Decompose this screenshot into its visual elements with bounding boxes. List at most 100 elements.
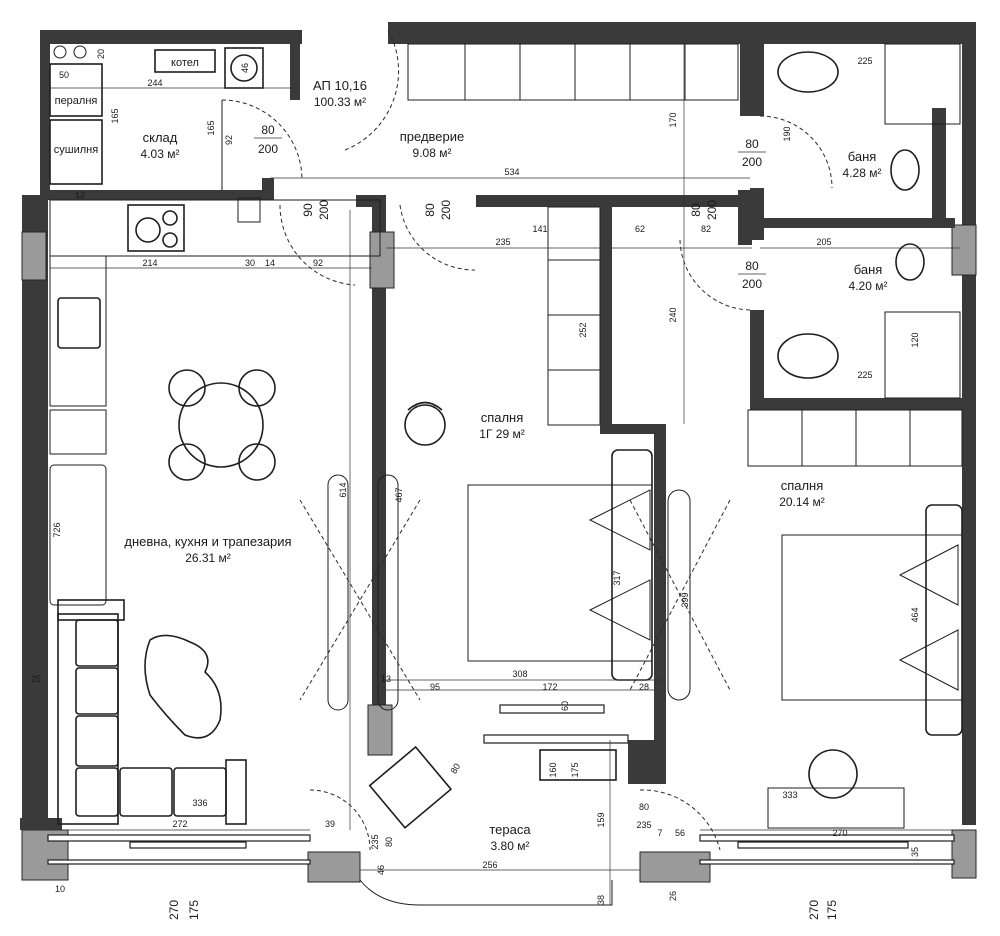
storage-fixtures bbox=[49, 45, 264, 185]
bedroom1-wardrobe bbox=[547, 206, 601, 426]
dim-label: 175 bbox=[825, 900, 839, 920]
dim-label: 244 bbox=[147, 78, 162, 88]
door-bath2-swing bbox=[679, 239, 753, 311]
dim-label: 308 bbox=[512, 669, 527, 679]
bathtub-toilet-1 bbox=[777, 51, 839, 93]
column-right-top bbox=[951, 224, 977, 276]
dim-label: 235 bbox=[370, 834, 380, 849]
dim-label: 256 bbox=[482, 860, 497, 870]
wall-storage-right bbox=[290, 30, 300, 100]
desk-chair-1 bbox=[404, 404, 446, 446]
kitchen-fixtures bbox=[49, 197, 381, 606]
door-labels: 80 200 80 200 80 200 90 200 80 200 80 20… bbox=[254, 123, 766, 291]
door-living-swing bbox=[279, 204, 356, 286]
dining-set bbox=[168, 369, 276, 481]
wall-bath1-shower bbox=[932, 108, 946, 218]
water-heater-circle bbox=[230, 54, 258, 82]
dim-label: 92 bbox=[313, 258, 323, 268]
dim-label: 464 bbox=[910, 607, 920, 622]
hall-area: 9.08 м² bbox=[413, 146, 452, 160]
dim-label: 170 bbox=[668, 112, 678, 127]
door-bath1-swing bbox=[759, 115, 833, 189]
dim-label: 46 bbox=[376, 865, 386, 875]
wall-bath2-left bbox=[750, 310, 764, 410]
chair-3 bbox=[168, 443, 206, 481]
window-bedroom2 bbox=[699, 834, 955, 842]
terrace-hvac bbox=[368, 745, 453, 829]
dishwasher bbox=[49, 409, 107, 455]
storage-name: склад bbox=[143, 130, 178, 145]
dim-label: 28 bbox=[639, 682, 649, 692]
wall-top-left bbox=[40, 30, 302, 44]
dryer-label: сушилня bbox=[54, 144, 98, 156]
sofa-cushion-6 bbox=[173, 767, 227, 817]
sofa-cushion-1 bbox=[75, 619, 119, 667]
bedroom2-name: спалня bbox=[781, 478, 824, 493]
desk-chair-2 bbox=[808, 749, 858, 799]
dim-label: 26 bbox=[668, 891, 678, 901]
door-label-h: 200 bbox=[742, 155, 762, 169]
dim-label: 13 bbox=[381, 674, 391, 684]
window-terrace bbox=[499, 704, 605, 714]
living-name: дневна, кухня и трапезария bbox=[124, 534, 291, 549]
wall-bath1-left-upper bbox=[740, 44, 752, 116]
dim-label: 60 bbox=[560, 701, 570, 711]
door-label-w: 80 bbox=[745, 137, 759, 151]
hall-wardrobe bbox=[407, 43, 739, 101]
pillow-2 bbox=[588, 579, 651, 641]
door-label-w: 80 bbox=[261, 123, 275, 137]
dim-label: 235 bbox=[495, 237, 510, 247]
burner-2 bbox=[162, 210, 178, 226]
toilet-1 bbox=[890, 149, 920, 191]
dim-label: 399 bbox=[680, 592, 690, 607]
wall-bedroom-divider bbox=[654, 424, 666, 784]
sliding-door-right bbox=[377, 474, 399, 711]
room-labels: АП 10,16 100.33 м² склад 4.03 м² предвер… bbox=[54, 57, 888, 853]
storage-area: 4.03 м² bbox=[141, 147, 180, 161]
outer-walls bbox=[21, 22, 977, 881]
bed-1 bbox=[467, 484, 653, 662]
dim-label: 270 bbox=[167, 900, 181, 920]
dim-label: 225 bbox=[857, 370, 872, 380]
bath2-name: баня bbox=[854, 262, 883, 277]
dim-label: 12 bbox=[75, 190, 85, 200]
coffee-table bbox=[144, 634, 222, 739]
dim-label: 160 bbox=[548, 762, 558, 777]
dim-label: 467 bbox=[394, 487, 404, 502]
dim-label: 614 bbox=[338, 482, 348, 497]
dining-table bbox=[178, 382, 264, 468]
door-label-w: 80 bbox=[689, 203, 703, 217]
dimension-labels: 534 244 214 30 14 92 235 141 62 82 205 2… bbox=[31, 49, 920, 920]
bedroom1-name: спалня bbox=[481, 410, 524, 425]
bathroom-fixtures bbox=[777, 43, 961, 399]
dim-label: 80 bbox=[639, 802, 649, 812]
dim-label: 159 bbox=[596, 812, 606, 827]
dim-label: 25 bbox=[31, 674, 41, 684]
door-label-h: 200 bbox=[742, 277, 762, 291]
door-bedroom1-swing bbox=[399, 204, 476, 271]
apartment-area: 100.33 м² bbox=[314, 95, 366, 109]
hall-name: предверие bbox=[400, 129, 465, 144]
bedroom2-furniture bbox=[767, 504, 963, 829]
dim-label: 30 bbox=[245, 258, 255, 268]
window-living bbox=[47, 834, 311, 842]
dim-label: 270 bbox=[832, 828, 847, 838]
dim-label: 141 bbox=[532, 224, 547, 234]
chair-2 bbox=[238, 369, 276, 407]
dim-label: 14 bbox=[265, 258, 275, 268]
column-left bbox=[21, 231, 47, 281]
wall-bath-stub bbox=[738, 190, 752, 245]
terrace-bench bbox=[539, 749, 617, 781]
door-label-h: 200 bbox=[439, 200, 453, 220]
toilet-2 bbox=[895, 243, 925, 281]
wall-storage-bottom bbox=[40, 190, 270, 200]
shower-1 bbox=[884, 43, 961, 125]
burner-3 bbox=[162, 232, 178, 248]
door-swings bbox=[221, 29, 833, 851]
wall-bedroom1-top bbox=[476, 195, 756, 207]
living-area: 26.31 м² bbox=[185, 551, 231, 565]
column-center bbox=[369, 231, 395, 289]
bedroom1-furniture bbox=[404, 401, 653, 681]
dim-label: 336 bbox=[192, 798, 207, 808]
boiler-box bbox=[154, 49, 216, 73]
